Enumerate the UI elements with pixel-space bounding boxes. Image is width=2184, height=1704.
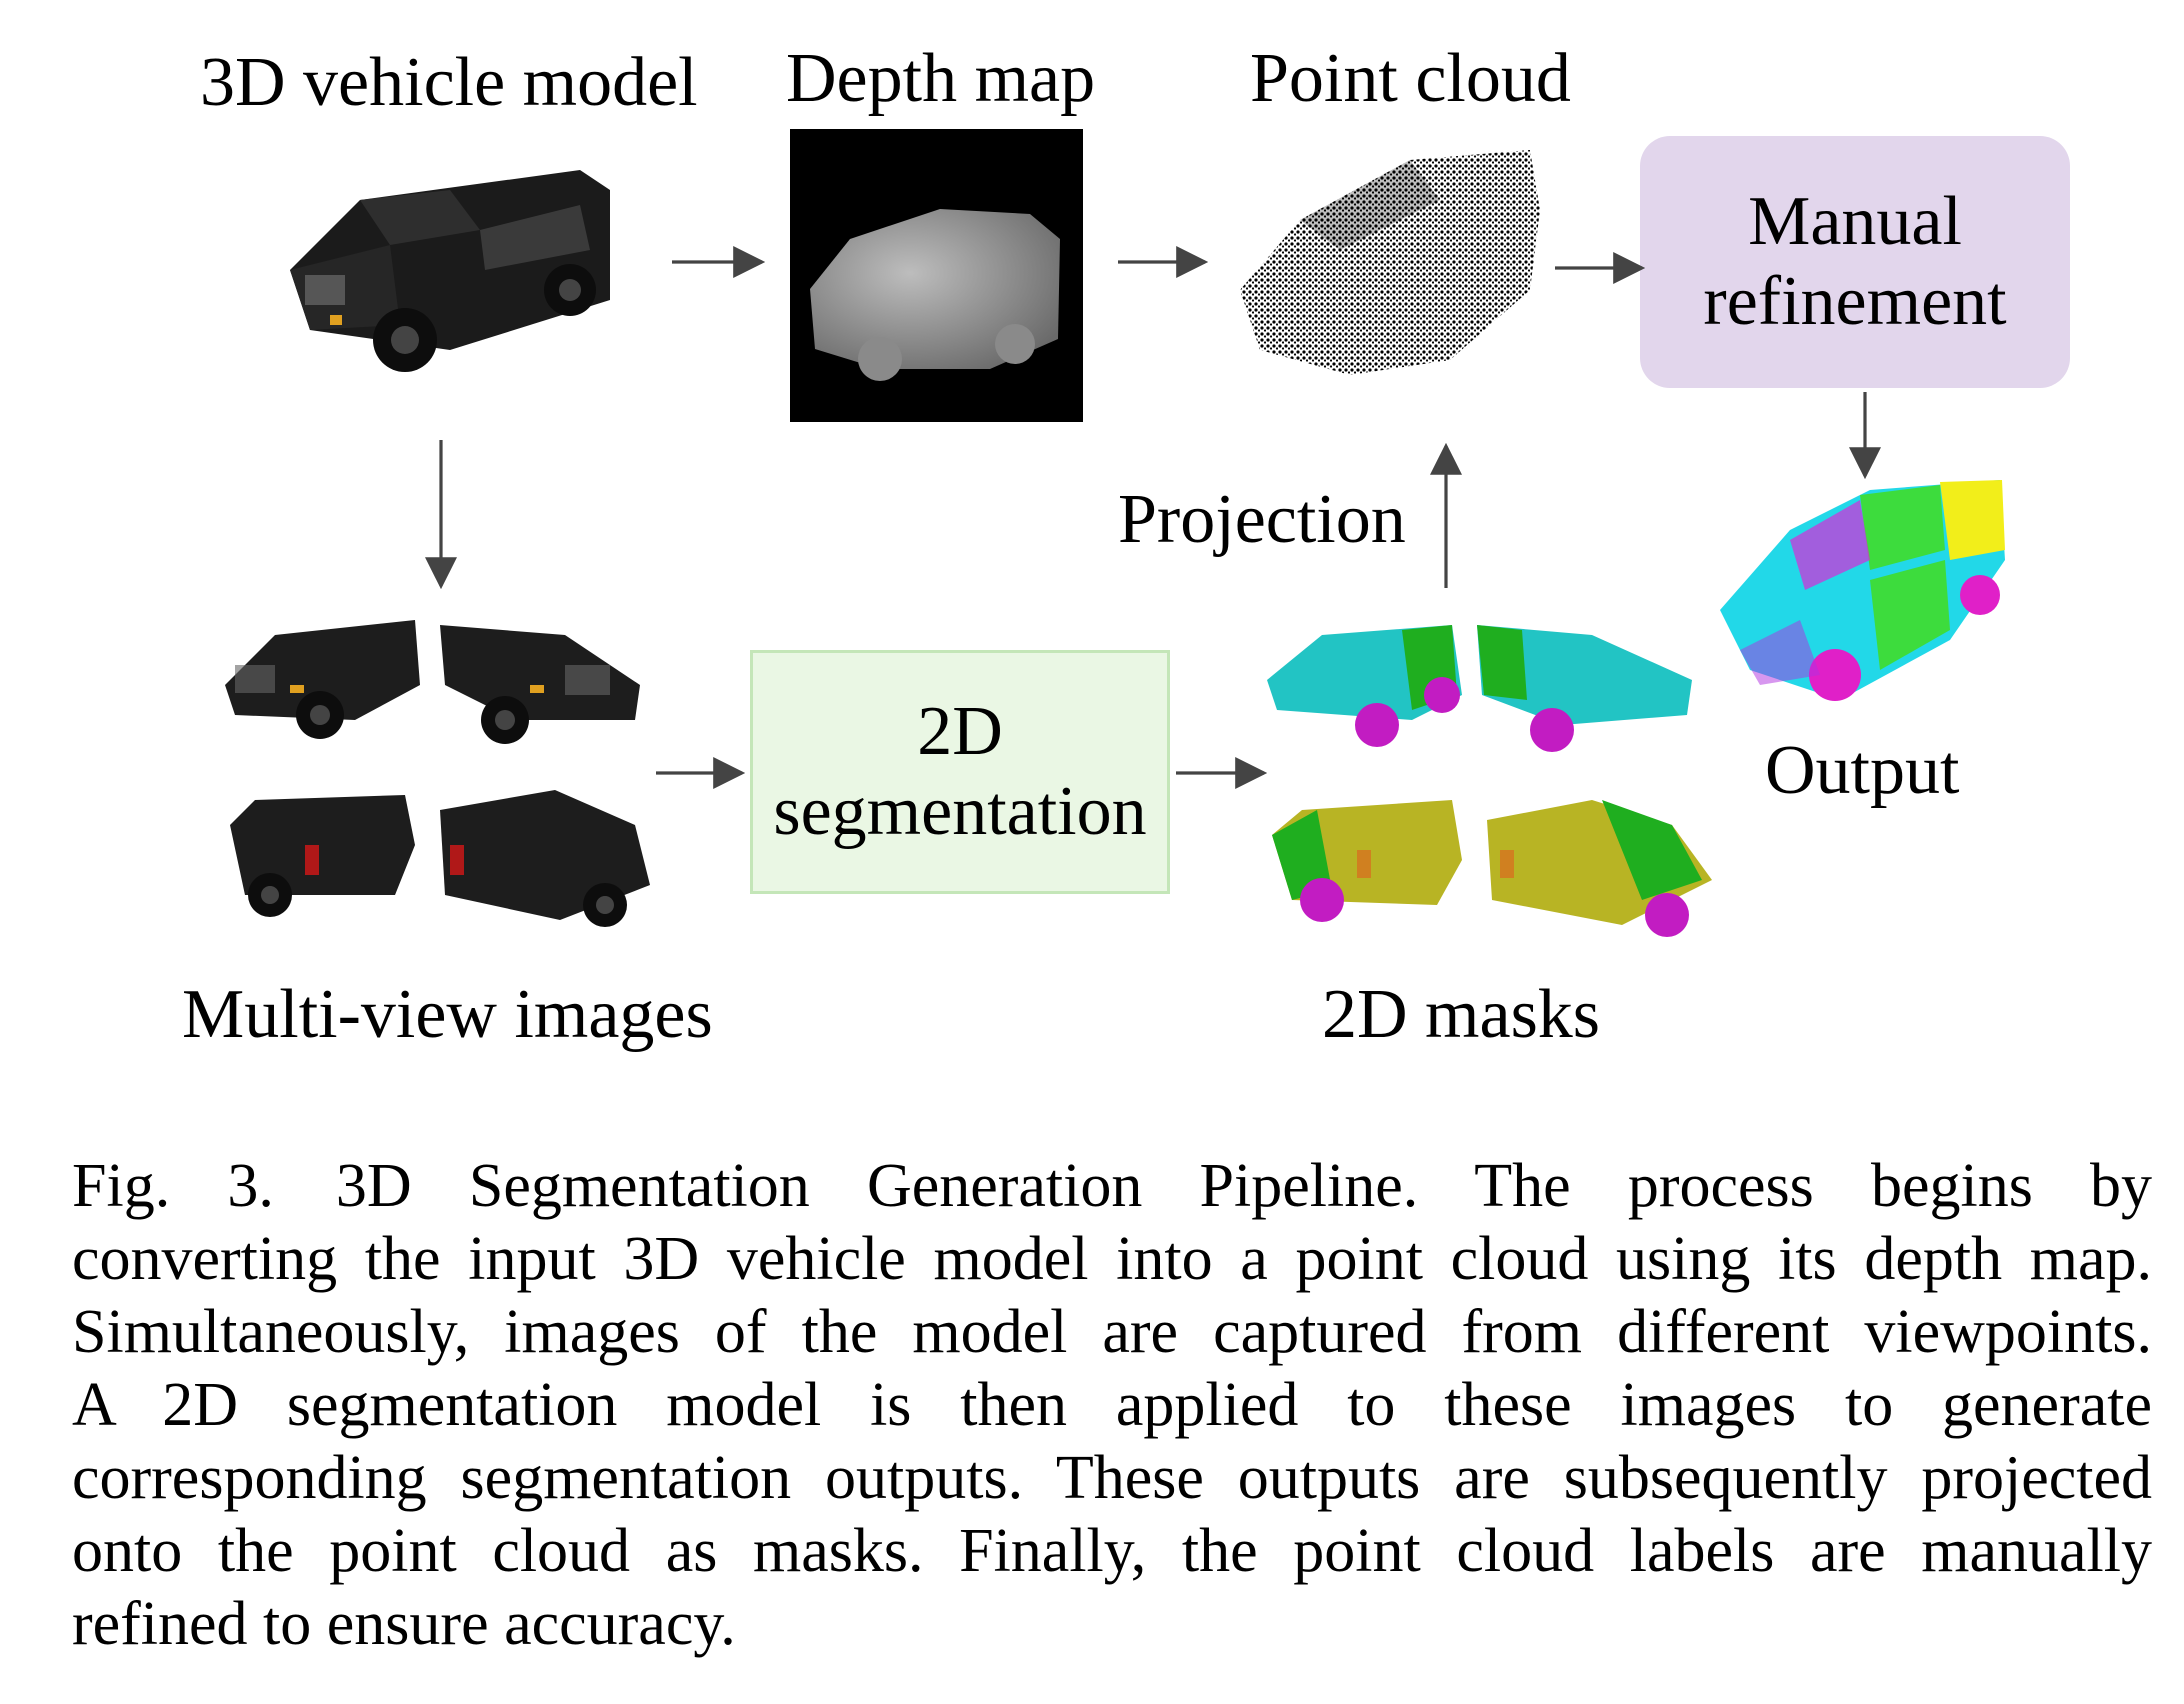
multi-view-rear-left — [230, 795, 415, 917]
caption-line: onto the point cloud as masks. Finally, … — [72, 1517, 2152, 1585]
caption-line: Fig. 3. 3D Segmentation Generation Pipeli… — [72, 1150, 2152, 1223]
caption-line-1-text: 3D Segmentation Generation Pipeline. The… — [335, 1152, 2152, 1220]
segmentation-box: 2D segmentation — [750, 650, 1170, 894]
figure-number: Fig. 3. — [72, 1152, 274, 1220]
vehicle-model-label: 3D vehicle model — [200, 44, 698, 121]
multi-view-rear-right — [440, 790, 650, 927]
multi-view-label: Multi-view images — [182, 976, 713, 1053]
caption-line: corresponding segmentation outputs. Thes… — [72, 1444, 2152, 1512]
segmentation-line-2: segmentation — [773, 773, 1147, 850]
caption-line: refined to ensure accuracy. — [72, 1590, 736, 1658]
projection-label: Projection — [1118, 481, 1406, 558]
point-cloud-label: Point cloud — [1250, 40, 1571, 117]
mask-front-left — [1267, 625, 1462, 747]
caption-line: A 2D segmentation model is then applied … — [72, 1371, 2152, 1439]
mask-rear-right — [1487, 800, 1712, 937]
output-image — [1720, 480, 2005, 701]
manual-refinement-line-1: Manual — [1748, 182, 1962, 260]
depth-map-image — [790, 129, 1083, 422]
caption-line: Simultaneously, images of the model are … — [72, 1298, 2152, 1366]
manual-refinement-box: Manual refinement — [1640, 136, 2070, 388]
pipeline-arrows — [425, 246, 1881, 789]
caption-line: converting the input 3D vehicle model in… — [72, 1225, 2152, 1293]
output-label: Output — [1765, 732, 1960, 809]
vehicle-model-image — [290, 170, 610, 372]
segmentation-line-1: 2D — [917, 692, 1003, 770]
mask-front-right — [1477, 625, 1692, 752]
depth-map-label: Depth map — [786, 40, 1096, 117]
masks-image — [1267, 625, 1712, 937]
point-cloud-image — [1240, 150, 1540, 375]
multi-view-front-left — [225, 620, 420, 739]
masks-label: 2D masks — [1322, 976, 1601, 1053]
multi-view-images — [225, 620, 650, 927]
multi-view-front-right — [440, 625, 640, 744]
mask-rear-left — [1272, 800, 1462, 922]
figure-caption: Fig. 3. 3D Segmentation Generation Pipeli… — [72, 1150, 2152, 1661]
manual-refinement-line-2: refinement — [1703, 263, 2007, 340]
